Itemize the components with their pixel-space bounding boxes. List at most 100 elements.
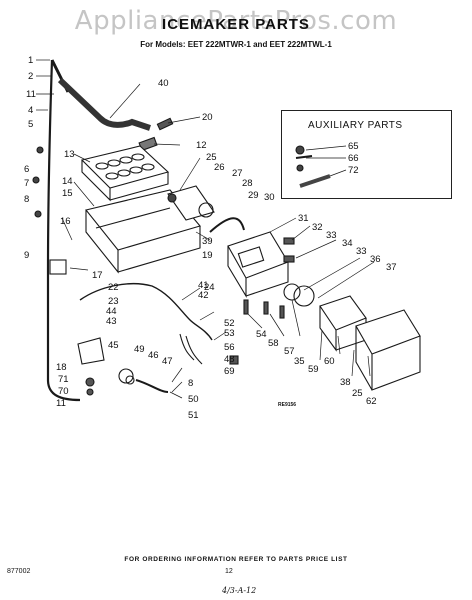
callout: 16 [60,216,71,227]
callout: 41 [198,280,209,291]
callout: 50 [188,394,199,405]
callout: 40 [158,78,169,89]
page-number: 12 [225,568,233,575]
callout: 1 [28,55,33,66]
motor [319,295,367,352]
screw-5 [36,146,44,154]
aux-callout: 65 [348,141,359,152]
callout: 48 [224,354,235,365]
callout: 18 [56,362,67,373]
ice-tray [80,145,170,202]
callout: 53 [224,328,235,339]
callout: 27 [232,168,243,179]
callout: 62 [366,396,377,407]
ice-mold [85,189,201,274]
part-58 [279,305,285,319]
callout: 11 [26,89,36,100]
callout: 9 [24,250,29,261]
callout: 51 [188,410,199,421]
callout: 20 [202,112,213,123]
fill-tube [46,59,81,402]
document-code: 877002 [7,568,31,575]
handwritten-note: 4/3-A-12 [222,586,257,595]
control-housing [227,231,289,298]
auxiliary-callouts: 65 66 72 [305,141,359,177]
callout: 42 [198,290,209,301]
callout: 37 [386,262,397,273]
callout: 49 [134,344,145,355]
callout: 58 [268,338,279,349]
callout: 23 [108,296,119,307]
callout: 13 [64,149,75,160]
callout: 4 [28,105,33,116]
callout: 56 [224,342,235,353]
callout: 31 [298,213,309,224]
callout: 57 [284,346,295,357]
callout: 71 [58,374,69,385]
callout: 47 [162,356,173,367]
auxiliary-parts-box [281,110,452,199]
screw-6 [32,176,40,184]
leader-lines [36,59,375,399]
callout: 45 [108,340,119,351]
callout: 14 [62,176,73,187]
callout: 59 [308,364,319,375]
switch-32 [283,237,295,245]
gear-28 [198,202,214,218]
mounting-plate [167,185,215,221]
callout-labels: 1 2 11 4 5 6 7 8 9 40 20 12 13 25 26 27 … [24,55,397,421]
part-69 [229,355,239,365]
callout: 38 [340,377,351,388]
callout: 17 [92,270,103,281]
part-52 [243,299,249,315]
callout: 46 [148,350,159,361]
callout: 19 [202,250,213,261]
auxiliary-parts-title: AUXILIARY PARTS [308,120,403,131]
callout: 2 [28,71,33,82]
wiring-harness [79,283,213,341]
part-54 [263,301,269,315]
callout: 30 [264,192,275,203]
callout: 28 [242,178,253,189]
callout: 6 [24,164,29,175]
callout: 34 [342,238,353,249]
callout: 44 [106,306,117,317]
callout: 12 [196,140,207,151]
callout: 15 [62,188,73,199]
aux-callout: 72 [348,165,359,176]
diagram-subtitle: For Models: EET 222MTWR-1 and EET 222MTW… [140,40,332,49]
part-20-fitting [156,117,174,131]
aux-callout: 66 [348,153,359,164]
callout: 32 [312,222,323,233]
callout: 11 [56,398,66,409]
callout: 39 [202,236,213,247]
gear-35 [283,283,301,301]
callout: 35 [294,356,305,367]
callout: 36 [370,254,381,265]
water-valve [77,337,105,396]
callout: 54 [256,329,267,340]
callout: 7 [24,178,29,189]
screw-8 [34,210,42,218]
switch-33 [283,255,295,263]
ordering-note: FOR ORDERING INFORMATION REFER TO PARTS … [124,556,348,563]
callout: 33 [356,246,367,257]
drawing-reference-code: RE9156 [278,402,297,408]
callout: 52 [224,318,235,329]
callout: 26 [214,162,225,173]
callout: 8 [24,194,29,205]
bracket-9 [49,259,67,275]
callout: 60 [324,356,335,367]
callout: 24 [204,282,215,293]
part-40-tube [57,77,151,131]
valve-46-47 [118,368,169,393]
callout: 33 [326,230,337,241]
cam-37 [293,285,315,307]
watermark: AppliancePartsPros.com [74,6,398,36]
callout: 8 [188,378,193,389]
callout: 25 [206,152,217,163]
callout: 5 [28,119,33,130]
callout: 69 [224,366,235,377]
